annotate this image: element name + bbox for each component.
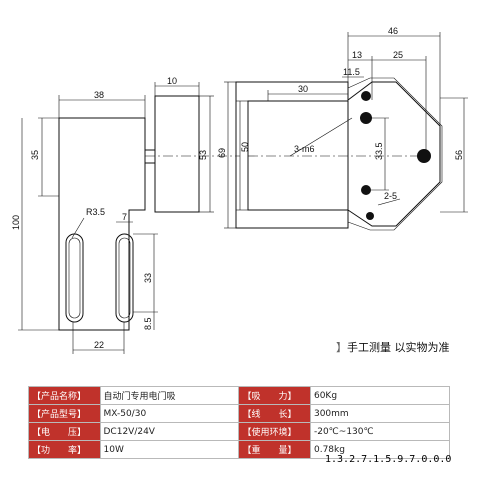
dim-56: 56 — [454, 150, 464, 160]
spec-value: 300mm — [309, 404, 451, 423]
dim-38: 38 — [94, 90, 104, 100]
mount-hole-lower — [361, 185, 371, 195]
dim-100: 100 — [11, 215, 21, 230]
spec-label: 【重 量】 — [238, 440, 311, 459]
dim-10: 10 — [167, 76, 177, 86]
spec-value: -20℃~130℃ — [309, 422, 451, 441]
bracket-outline — [58, 117, 146, 331]
spec-value: 0.78kg — [309, 440, 451, 459]
mount-hole-bottom — [366, 212, 374, 220]
armature-outline — [347, 77, 443, 231]
dim-r35: R3.5 — [86, 207, 105, 217]
mount-hole-center — [417, 149, 431, 163]
note-prefix: 】 — [336, 341, 347, 354]
spec-row: 【产品型号】MX-50/30【线 长】300mm — [28, 404, 451, 423]
spec-value: 60Kg — [309, 386, 451, 405]
dim-46: 46 — [388, 26, 398, 36]
spec-value: MX-50/30 — [99, 404, 240, 423]
front-plate — [235, 81, 441, 229]
dim-50: 50 — [240, 142, 250, 152]
mount-hole-top — [361, 91, 371, 101]
spec-label: 【电 压】 — [28, 422, 101, 441]
spec-label: 【使用环境】 — [238, 422, 311, 441]
technical-drawing: 38 10 35 53 100 R3.5 7 33 8.5 22 69 50 3… — [11, 26, 468, 354]
dim-25: 25 — [393, 50, 403, 60]
flange-plate — [154, 95, 200, 213]
dim-30: 30 — [298, 84, 308, 94]
dim-35: 35 — [30, 150, 40, 160]
serial-number: 1.3.2.7.1.5.9.7.0.0.0 — [325, 454, 452, 465]
spec-label: 【吸 力】 — [238, 386, 311, 405]
note-text: 手工测量 以实物为准 — [347, 341, 450, 354]
spec-label: 【产品型号】 — [28, 404, 101, 423]
spec-label: 【线 长】 — [238, 404, 311, 423]
dim-3-m6: 3-m6 — [294, 144, 315, 154]
dim-22: 22 — [94, 340, 104, 350]
spec-value: DC12V/24V — [99, 422, 240, 441]
dim-13: 13 — [352, 50, 362, 60]
spec-value: 自动门专用电门吸 — [99, 386, 240, 405]
left-slot — [65, 233, 84, 323]
spec-label: 【功 率】 — [28, 440, 101, 459]
dim-69: 69 — [217, 148, 227, 158]
dim-8-5: 8.5 — [143, 317, 153, 330]
mount-hole-mid — [360, 112, 372, 124]
spec-row: 【功 率】10W【重 量】0.78kg — [28, 440, 451, 459]
dim-7: 7 — [122, 212, 127, 222]
spec-row: 【电 压】DC12V/24V【使用环境】-20℃~130℃ — [28, 422, 451, 441]
dim-11-5: 11.5 — [343, 67, 360, 77]
shaft — [144, 149, 156, 164]
right-slot — [115, 233, 134, 323]
dim-2-5: 2-5 — [384, 191, 397, 201]
spec-value: 10W — [99, 440, 240, 459]
dim-53: 53 — [198, 150, 208, 160]
dim-33: 33 — [143, 273, 153, 283]
spec-table: 【产品名称】自动门专用电门吸【吸 力】60Kg【产品型号】MX-50/30【线 … — [28, 386, 451, 459]
spec-row: 【产品名称】自动门专用电门吸【吸 力】60Kg — [28, 386, 451, 405]
dim-33-5: 33.5 — [374, 142, 384, 160]
measurement-note: 】手工测量 以实物为准 — [336, 339, 450, 355]
magnet-core — [247, 100, 349, 211]
spec-label: 【产品名称】 — [28, 386, 101, 405]
